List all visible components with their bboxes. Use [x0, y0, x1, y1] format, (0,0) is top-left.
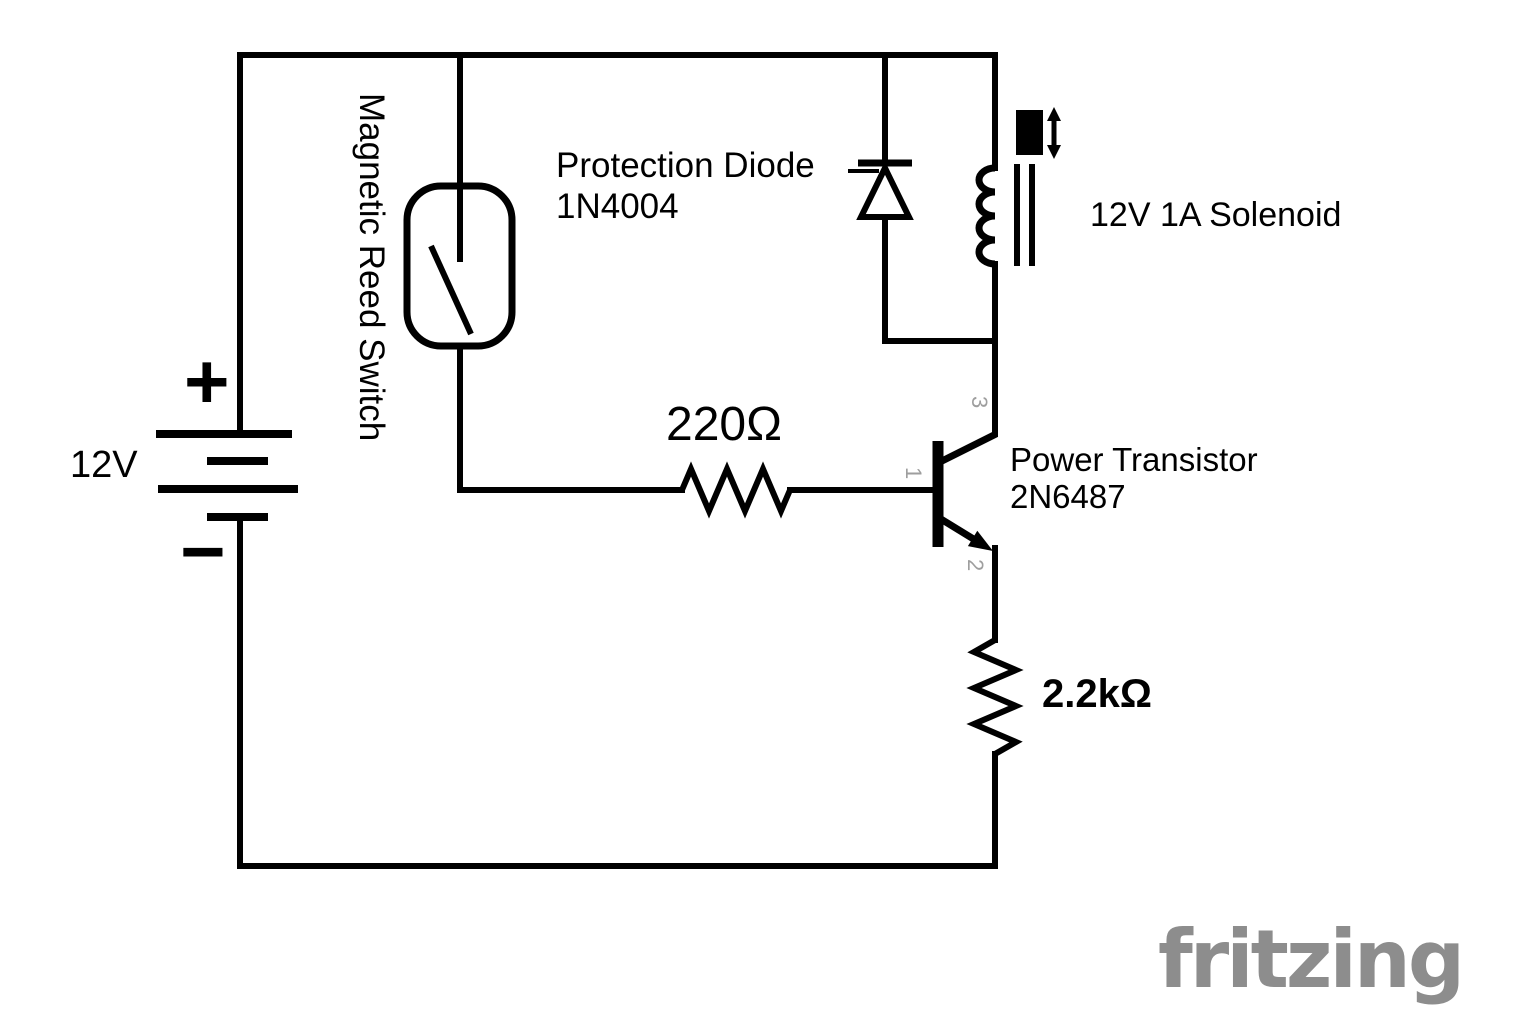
- base-resistor-value-label: 220Ω: [666, 398, 782, 451]
- transistor-name-label: Power Transistor: [1010, 441, 1258, 478]
- emitter-resistor-value-label: 2.2kΩ: [1042, 672, 1152, 716]
- battery-voltage-label: 12V: [70, 444, 138, 486]
- solenoid-motion-arrow-head-down: [1047, 145, 1061, 159]
- diode-triangle: [856, 161, 914, 220]
- solenoid-plunger: [1016, 110, 1043, 155]
- wire-diode-bottom: [882, 214, 998, 344]
- battery-positive-sign: +: [184, 337, 230, 425]
- protection-diode-name-label: Protection Diode: [556, 146, 815, 185]
- base-resistor-symbol: [679, 461, 793, 519]
- transistor-part-label: 2N6487: [1010, 478, 1126, 515]
- diode-symbol: [848, 159, 914, 220]
- reed-switch-label: Magnetic Reed Switch: [352, 93, 391, 442]
- transistor-pin-base-label: 1: [901, 467, 926, 480]
- solenoid-symbol: [975, 107, 1061, 268]
- protection-diode-part-label: 1N4004: [556, 187, 679, 226]
- transistor-symbol: [932, 430, 998, 551]
- battery-negative-sign: −: [180, 507, 226, 595]
- solenoid-motion-arrow-head-up: [1047, 107, 1061, 121]
- wire-top-loop: [237, 52, 998, 437]
- reed-switch-symbol: [403, 182, 516, 350]
- wire-reed-to-resistor: [457, 337, 685, 493]
- solenoid-coil: [975, 164, 996, 268]
- transistor-emitter-arrowhead: [967, 530, 993, 551]
- wire-bottom-loop: [237, 514, 998, 869]
- battery-symbol: [156, 430, 298, 521]
- fritzing-logo: fritzing: [1158, 913, 1465, 1006]
- transistor-pin-emitter-label: 2: [963, 559, 988, 572]
- emitter-resistor-symbol: [966, 637, 1024, 757]
- solenoid-motion-arrow-icon: [1047, 107, 1061, 159]
- transistor-pin-collector-label: 3: [967, 396, 992, 409]
- solenoid-label: 12V 1A Solenoid: [1090, 196, 1342, 234]
- transistor-collector-line: [934, 430, 998, 468]
- reed-switch-blade: [428, 244, 474, 336]
